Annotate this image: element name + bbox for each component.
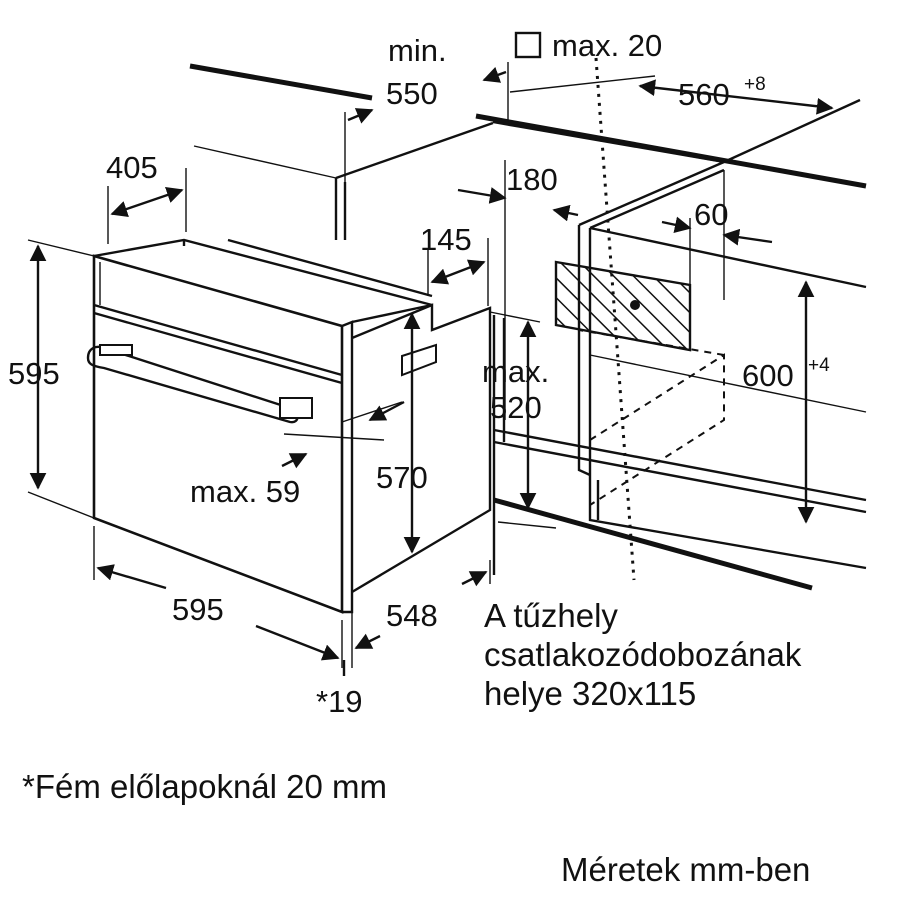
label-595-height: 595 xyxy=(8,356,60,391)
junction-box-line-2: csatlakozódobozának xyxy=(484,636,802,673)
label-niche-width-tol: +8 xyxy=(744,74,766,95)
dimension-labels: min. 550 max. 20 560 +8 405 180 60 145 5… xyxy=(8,28,830,719)
label-180: 180 xyxy=(506,162,558,197)
dimension-lines xyxy=(27,62,834,676)
label-600-tol: +4 xyxy=(808,355,830,376)
label-min-b: 550 xyxy=(386,76,438,111)
footnote: *Fém előlapoknál 20 mm xyxy=(22,768,387,805)
label-max520-a: max. xyxy=(482,354,549,389)
square-icon xyxy=(514,31,542,59)
label-405: 405 xyxy=(106,150,158,185)
junction-box-area xyxy=(554,260,692,352)
label-max520-b: 520 xyxy=(490,390,542,425)
junction-box-note: A tűzhely csatlakozódobozának helye 320x… xyxy=(484,596,801,713)
oven-body xyxy=(86,238,492,614)
label-niche-width: 560 xyxy=(678,77,730,112)
label-max59: max. 59 xyxy=(190,474,300,509)
label-min-a: min. xyxy=(388,33,447,68)
label-570: 570 xyxy=(376,460,428,495)
label-60: 60 xyxy=(694,197,728,232)
label-600: 600 xyxy=(742,358,794,393)
junction-box-line-3: helye 320x115 xyxy=(484,675,697,712)
label-145: 145 xyxy=(420,222,472,257)
units-note: Méretek mm-ben xyxy=(561,851,811,888)
label-19: *19 xyxy=(316,684,363,719)
junction-box-line-1: A tűzhely xyxy=(484,597,618,634)
label-595-width: 595 xyxy=(172,592,224,627)
label-548: 548 xyxy=(386,598,438,633)
label-vent-max: max. 20 xyxy=(552,28,662,63)
